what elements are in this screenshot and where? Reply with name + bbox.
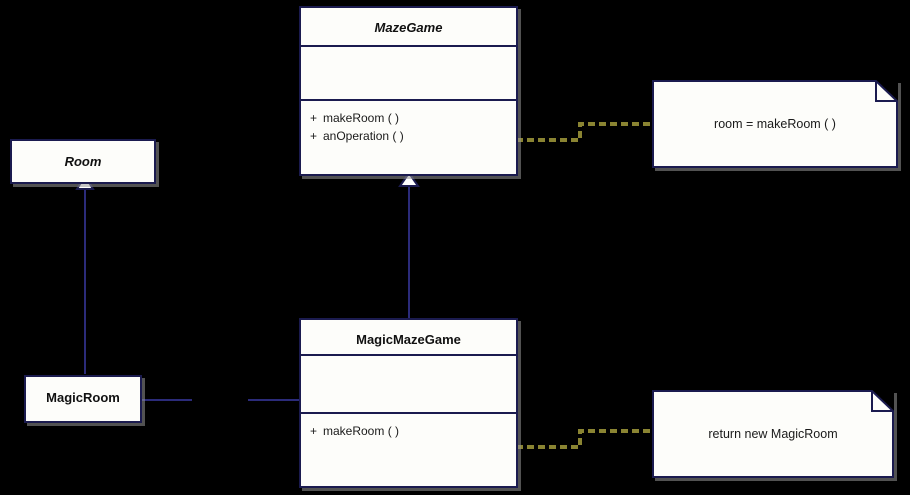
- visibility-marker: +: [310, 111, 318, 125]
- class-operations-magicmazegame: + makeRoom ( ): [301, 414, 516, 440]
- class-attributes-mazegame: [301, 47, 516, 101]
- class-box-magicmazegame[interactable]: MagicMazeGame + makeRoom ( ): [299, 318, 518, 488]
- note-make-room[interactable]: room = makeRoom ( ): [652, 80, 898, 168]
- note-link-mazegame: [516, 118, 656, 158]
- class-attributes-magicmazegame: [301, 356, 516, 414]
- operation-row: + makeRoom ( ): [301, 422, 516, 440]
- class-box-magicroom[interactable]: MagicRoom: [24, 375, 142, 423]
- note-return-magic-room[interactable]: return new MagicRoom: [652, 390, 894, 478]
- operation-label: anOperation ( ): [323, 129, 404, 143]
- class-box-mazegame[interactable]: MazeGame + makeRoom ( ) + anOperation ( ): [299, 6, 518, 176]
- generalization-magicmazegame-to-mazegame: [385, 171, 435, 322]
- visibility-marker: +: [310, 129, 318, 143]
- class-operations-mazegame: + makeRoom ( ) + anOperation ( ): [301, 101, 516, 145]
- association-magicroom-to-magicmazegame: [140, 392, 320, 408]
- class-name-magicmazegame: MagicMazeGame: [301, 320, 516, 356]
- operation-row: + anOperation ( ): [301, 127, 516, 145]
- note-link-magicmazegame: [516, 425, 656, 465]
- note-text: return new MagicRoom: [708, 427, 838, 441]
- class-name-magicroom: MagicRoom: [46, 390, 120, 405]
- operation-label: makeRoom ( ): [323, 111, 400, 125]
- operation-label: makeRoom ( ): [323, 424, 400, 438]
- visibility-marker: +: [310, 424, 318, 438]
- class-name-mazegame: MazeGame: [301, 8, 516, 47]
- note-text: room = makeRoom ( ): [714, 117, 836, 131]
- generalization-magicroom-to-room: [60, 174, 110, 376]
- class-name-room: Room: [64, 154, 102, 169]
- operation-row: + makeRoom ( ): [301, 109, 516, 127]
- class-box-room[interactable]: Room: [10, 139, 156, 184]
